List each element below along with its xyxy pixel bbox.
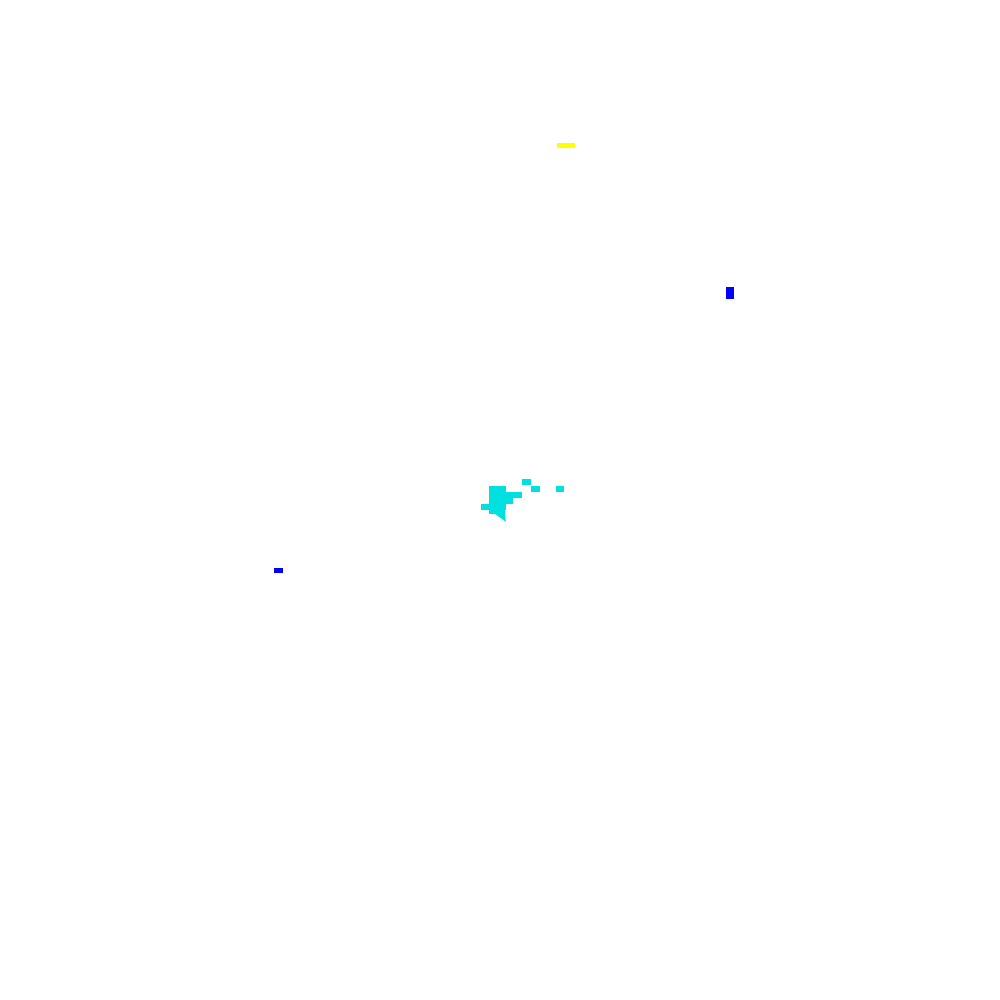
yellow-mark	[557, 143, 575, 148]
blue-mark-upper	[726, 287, 734, 299]
blue-mark-lower	[274, 568, 283, 573]
cyan-cluster	[478, 476, 568, 526]
cyan-cluster-shape	[481, 479, 564, 522]
